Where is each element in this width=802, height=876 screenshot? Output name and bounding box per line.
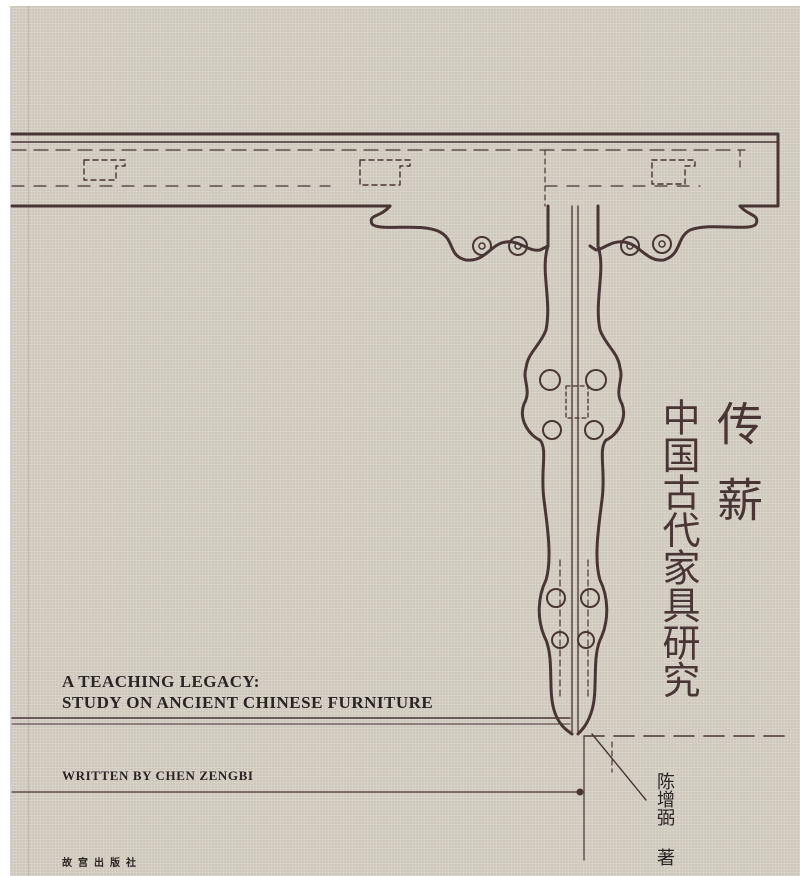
cloth-cover-board	[10, 6, 800, 876]
author-english: WRITTEN BY CHEN ZENGBI	[62, 768, 254, 783]
author-mark: 著	[654, 848, 675, 866]
scroll-bracket	[369, 204, 759, 262]
chinese-subtitle: 中国古代家具研究	[656, 398, 700, 698]
spine-hinge-line	[28, 6, 29, 876]
author-chinese: 陈增弼	[654, 772, 675, 826]
publisher-name: 故宫出版社	[62, 858, 142, 869]
chinese-title-main: 传薪	[710, 400, 764, 552]
english-title-line2: STUDY ON ANCIENT CHINESE FURNITURE	[62, 693, 434, 712]
english-title-line1: A TEACHING LEGACY:	[62, 672, 260, 691]
table-top	[10, 132, 780, 208]
carved-leg	[521, 205, 625, 736]
base-lines	[11, 717, 787, 861]
